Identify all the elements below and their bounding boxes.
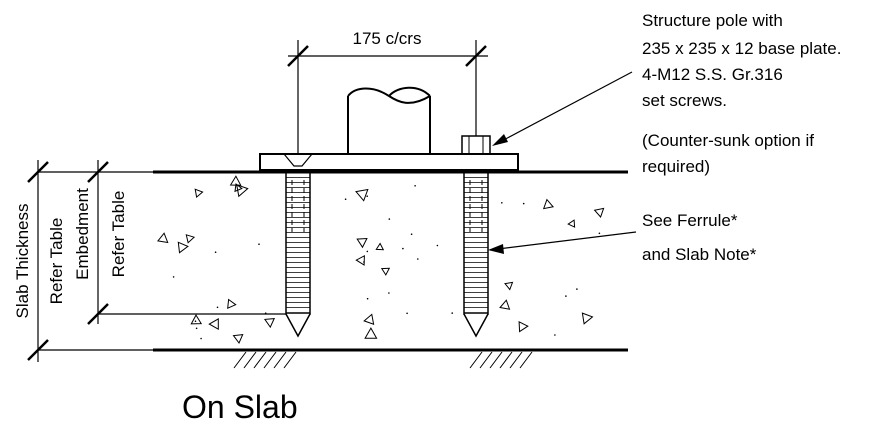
concrete-aggregate-hatch xyxy=(156,175,605,344)
pole-note: Structure pole with 235 x 235 x 12 base … xyxy=(642,11,841,176)
svg-text:4-M12 S.S. Gr.316: 4-M12 S.S. Gr.316 xyxy=(642,65,783,84)
base-plate xyxy=(259,153,519,171)
svg-text:See Ferrule*: See Ferrule* xyxy=(642,211,738,230)
countersunk-recess xyxy=(282,153,314,167)
svg-text:required): required) xyxy=(642,157,710,176)
embedment-ref: Refer Table xyxy=(109,191,128,278)
svg-text:Structure pole with: Structure pole with xyxy=(642,11,783,30)
embedment-label: Embedment xyxy=(73,188,92,280)
anchor-right xyxy=(461,135,491,338)
concrete-slab xyxy=(153,170,628,352)
ferrule-note-leader xyxy=(488,231,637,254)
pole-note-leader xyxy=(492,71,633,146)
svg-text:235 x 235 x 12 base plate.: 235 x 235 x 12 base plate. xyxy=(642,39,841,58)
drawing-title: On Slab xyxy=(182,389,298,425)
anchor-left xyxy=(282,157,314,338)
slab-thickness-dimension xyxy=(27,160,153,362)
hex-screw-head xyxy=(461,135,491,155)
svg-text:and Slab Note*: and Slab Note* xyxy=(642,245,757,264)
structure-pole xyxy=(347,86,431,154)
slab-thickness-label: Slab Thickness xyxy=(13,204,32,319)
slab-thickness-ref: Refer Table xyxy=(47,218,66,305)
svg-text:(Counter-sunk option if: (Counter-sunk option if xyxy=(642,131,814,150)
ground-hatch xyxy=(233,351,533,369)
spacing-dimension xyxy=(287,40,488,154)
embedment-dimension xyxy=(87,160,286,325)
spacing-dimension-label: 175 c/crs xyxy=(353,29,422,48)
ferrule-note: See Ferrule* and Slab Note* xyxy=(642,211,757,264)
svg-text:set screws.: set screws. xyxy=(642,91,727,110)
